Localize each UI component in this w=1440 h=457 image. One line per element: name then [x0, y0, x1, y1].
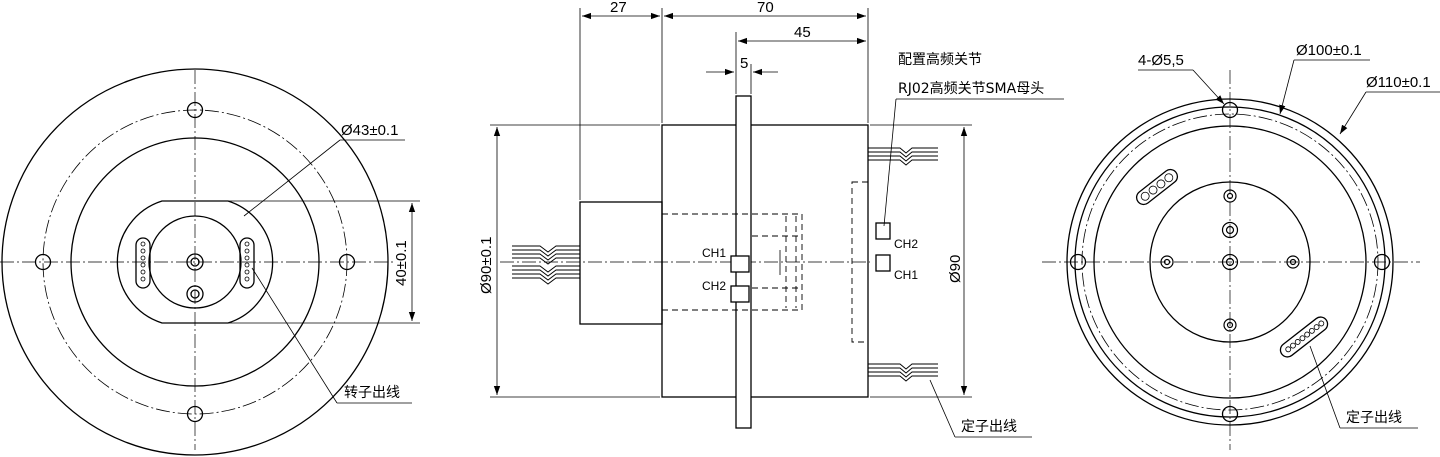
rotor-outlet-label: 转子出线 — [344, 385, 400, 401]
dim-diameter-43: Ø43±0.1 — [341, 122, 398, 139]
sma-connector-ch2-left — [730, 285, 750, 303]
wire-slot — [239, 237, 255, 289]
mounting-hole — [1221, 101, 1239, 119]
note-line-2: RJ02高频关节SMA母头 — [898, 80, 1044, 97]
mounting-hole — [1069, 253, 1087, 271]
side-view: CH1 CH2 CH2 CH1 27 70 45 5 Ø90±0.1 Ø90 配… — [478, 0, 1064, 438]
dim-diameter-90-tol: Ø90±0.1 — [478, 237, 495, 294]
dim-holes: 4-Ø5,5 — [1138, 52, 1184, 69]
dim-27: 27 — [610, 0, 627, 16]
stator-outlet-label-right: 定子出线 — [1346, 410, 1402, 426]
main-housing — [661, 124, 869, 398]
sma-connector-ch2-right — [875, 222, 891, 240]
sma-connector-ch1-right — [875, 254, 891, 272]
dim-diameter-100: Ø100±0.1 — [1296, 42, 1362, 59]
note-line-1: 配置高频关节 — [898, 51, 982, 68]
stator-outlet-label-middle: 定子出线 — [961, 419, 1017, 435]
left-view: Ø43±0.1 40±0.1 转子出线 — [0, 68, 420, 456]
dim-diameter-110: Ø110±0.1 — [1366, 74, 1431, 91]
stator-wire-slot-upper — [1135, 168, 1179, 206]
dim-height-40: 40±0.1 — [393, 240, 410, 286]
mounting-hole — [1373, 253, 1391, 271]
ch2-left-label: CH2 — [702, 279, 726, 293]
ch2-right-label: CH2 — [894, 237, 918, 251]
stator-wire-slot-lower — [1279, 316, 1329, 358]
ch1-right-label: CH1 — [894, 268, 918, 282]
dim-70: 70 — [757, 0, 774, 16]
mounting-hole — [34, 253, 52, 271]
rotor-shaft — [579, 201, 663, 325]
wire-slot — [135, 237, 151, 289]
dim-45: 45 — [794, 24, 811, 41]
dim-5: 5 — [740, 55, 748, 72]
mounting-hole — [186, 405, 204, 423]
ch1-left-label: CH1 — [702, 246, 726, 260]
mounting-hole — [186, 101, 204, 119]
rear-view: 4-Ø5,5 Ø100±0.1 Ø110±0.1 定子出线 — [1042, 42, 1440, 450]
dim-diameter-90: Ø90 — [947, 255, 964, 283]
mounting-hole — [338, 253, 356, 271]
sma-connector-ch1-left — [730, 255, 750, 273]
mounting-hole — [1221, 405, 1239, 423]
